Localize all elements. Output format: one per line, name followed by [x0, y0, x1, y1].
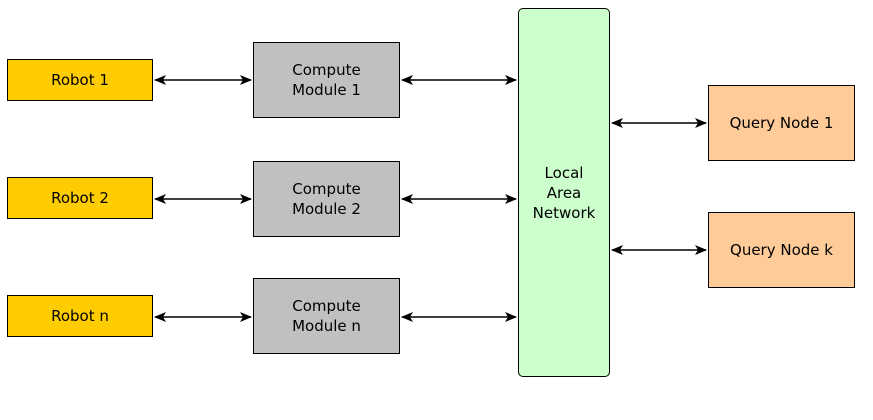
- query-node-1-box: Query Node 1: [708, 85, 855, 161]
- robot-1-label: Robot 1: [51, 71, 109, 89]
- compute-module-n-label: Compute Module n: [292, 297, 361, 335]
- compute-module-1-label: Compute Module 1: [292, 61, 361, 99]
- compute-module-1-box: Compute Module 1: [253, 42, 400, 118]
- compute-module-n-box: Compute Module n: [253, 278, 400, 354]
- robot-2-label: Robot 2: [51, 189, 109, 207]
- robot-1-box: Robot 1: [7, 59, 153, 101]
- query-node-k-box: Query Node k: [708, 212, 855, 288]
- local-area-network-box: Local Area Network: [518, 8, 610, 377]
- query-node-1-label: Query Node 1: [729, 114, 834, 132]
- robot-2-box: Robot 2: [7, 177, 153, 219]
- query-node-k-label: Query Node k: [730, 241, 833, 259]
- robot-n-label: Robot n: [51, 307, 109, 325]
- robot-n-box: Robot n: [7, 295, 153, 337]
- compute-module-2-box: Compute Module 2: [253, 161, 400, 237]
- compute-module-2-label: Compute Module 2: [292, 180, 361, 218]
- local-area-network-label: Local Area Network: [532, 163, 596, 222]
